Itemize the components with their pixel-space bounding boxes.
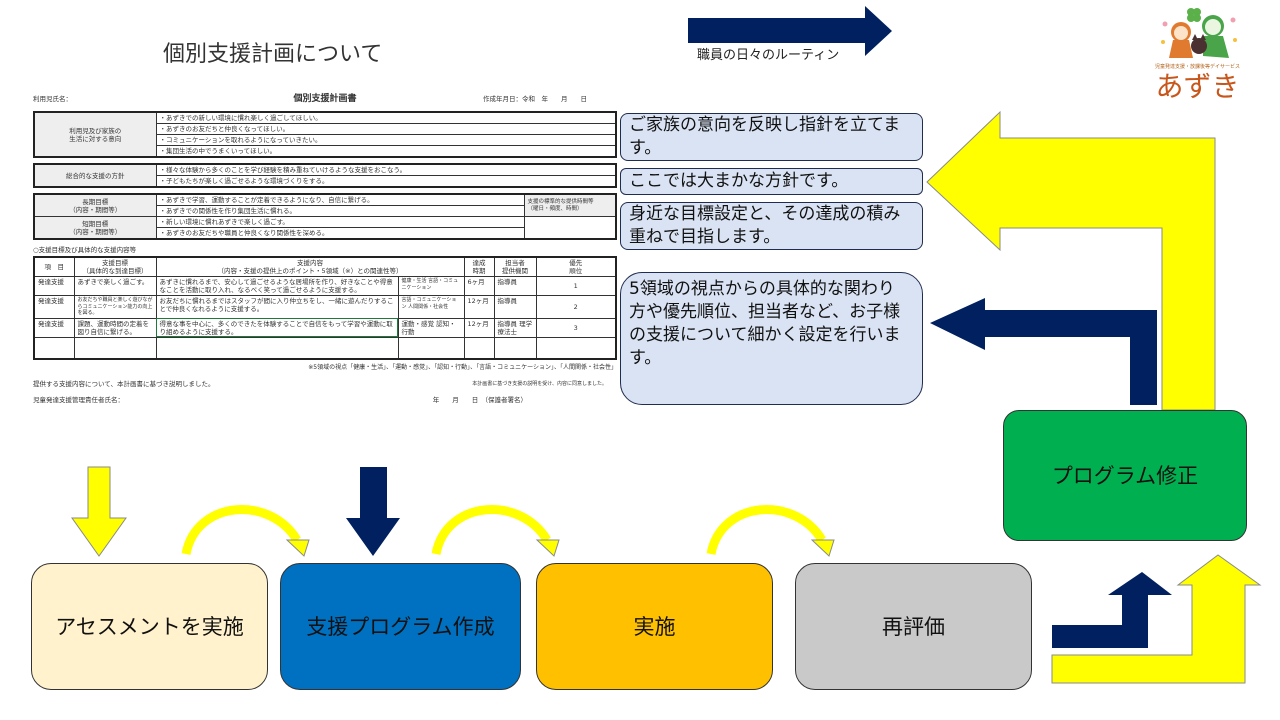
row-item: 発達支援 [33,317,75,338]
routine-label: 職員の日々のルーティン [697,48,840,63]
policy-item: ・子どもたちが楽しく過ごせるような環境づくりをする。 [155,175,617,188]
logo-illustration-icon [1160,8,1237,58]
row-period: 6ヶ月 [463,276,495,296]
intent-table: 利用児及び家族の生活に対する意向 ・あずきでの新しい環境に慣れ楽しく過ごしてほしい… [33,111,617,158]
time-sublabel: （曜日・頻度、時間） [527,205,583,212]
policy-table: 総合的な支援の方針・様々な体験から多くのことを学び経験を積み重ねていけるような支… [33,163,617,188]
short-goal-item: ・あずきのお友だちや職員と仲良くなり関係性を深める。 [155,227,525,240]
intent-item: ・集団生活の中でうまくいってほしい。 [155,145,617,158]
step-implement: 実施 [536,563,773,690]
curve-arrow-3 [706,505,826,556]
short-goal-label: 短期目標 [82,219,109,228]
long-goal-item: ・あずきで学習、運動することが定着できるようになり、自信に繋げる。 [155,193,525,206]
header-priority-sub: 順位 [569,267,583,275]
row-staff: 指導員 [493,295,537,319]
curve-arrow-1 [181,505,301,556]
goals-table: 長期目標（内容・期間等）・あずきで学習、運動することが定着できるようになり、自信… [33,193,617,240]
short-goal-item: ・新しい環境に慣れあずきで楽しく過ごす。 [155,216,525,228]
header-content: 支援内容 [297,259,323,267]
step-create-program: 支援プログラム作成 [280,563,521,690]
row-domain: 運動・感覚 認知・行動 [397,317,465,338]
logo-subtitle: 児童発達支援・放課後等デイサービス [1154,64,1240,70]
header-item: 項 目 [33,256,75,277]
header-staff: 担当者 [505,259,525,267]
row-goal: 課題、運動時間の定着を図り自信に繋げる。 [73,317,157,338]
intent-item: ・あずきのお友だちと仲良くなってほしい。 [155,123,617,135]
long-goal-label: 長期目標 [82,197,109,206]
support-plan-form: 利用児氏名： 個別支援計画書 作成年月日：令和 年 月 日 利用児及び家族の生活… [33,90,617,404]
row-content: お友だちに慣れるまではスタッフが間に入り仲立ちをし、一緒に遊んだりすることで仲良… [155,295,399,319]
row-priority: 1 [535,276,617,296]
intent-item: ・コミュニケーションを取れるようになっていきたい。 [155,134,617,146]
header-staff-sub: 提供機関 [502,267,528,275]
callout-goals: 身近な目標設定と、その達成の積み重ねで目指します。 [620,202,923,250]
intent-label: 利用児及び家族の [69,126,122,135]
form-title: 個別支援計画書 [293,93,357,104]
date-label: 作成年月日：令和 年 月 日 [482,95,587,103]
bottom-navy-arrow [1052,572,1172,648]
section-label: ○支援目標及び具体的な支援内容等 [33,246,137,254]
row-goal: あずきで楽しく過ごす。 [73,276,157,296]
row-period: 12ヶ月 [463,295,495,319]
row-period: 12ヶ月 [463,317,495,338]
callout-intent: ご家族の意向を反映し指針を立てます。 [620,113,923,161]
intent-item: ・あずきでの新しい環境に慣れ楽しく過ごしてほしい。 [155,111,617,124]
time-label: 支援の標準的な提供時間等 [527,198,594,205]
policy-label: 総合的な支援の方針 [33,163,157,188]
step-assessment: アセスメントを実施 [31,563,268,690]
row-priority: 3 [535,317,617,338]
table-row: 発達支援あずきで楽しく過ごす。あずきに慣れるまで、安心して過ごせるような居場所を… [33,276,617,296]
support-detail-table: 項 目 支援目標（具体的な到達目標） 支援内容（内容・支援の提供上のポイント・5… [33,256,617,360]
explained-text: 提供する支援内容について、本計画書に基づき説明しました。 [33,380,215,388]
row-priority: 2 [535,295,617,319]
row-content: あずきに慣れるまで、安心して過ごせるような居場所を作り、好きなことや得意なことを… [155,276,399,296]
plan-down-arrow [346,467,400,556]
table-row: 発達支援お友だちや職員と楽しく遊びながらコミュニケーション能力の向上を図る。お友… [33,295,617,319]
page-title: 個別支援計画について [163,42,383,67]
logo-name: あずき [1155,70,1240,103]
guardian-label: 年 月 日 （保護者署名） [432,396,527,404]
short-goal-sublabel: （内容・期間等） [69,227,122,236]
program-revision-box: プログラム修正 [1003,410,1247,541]
curve-arrow-2 [431,505,551,556]
header-period: 達成 [472,259,486,267]
row-staff: 指導員 [493,276,537,296]
row-staff: 指導員 理学療法士 [493,317,537,338]
header-period-sub: 時期 [472,267,486,275]
policy-item: ・様々な体験から多くのことを学び経験を積み重ねていけるような支援をおこなう。 [155,163,617,176]
child-name-label: 利用児氏名： [33,95,72,103]
feedback-yellow-arrow [926,110,1216,411]
row-domain: 言語・コミュニケーション 人間関係・社会性 [397,295,465,319]
step-reevaluate: 再評価 [795,563,1032,690]
row-domain: 健康・生活 言語・コミュニケーション [397,276,465,296]
intent-label-2: 生活に対する意向 [69,134,122,143]
row-item: 発達支援 [33,276,75,296]
table-row: 発達支援課題、運動時間の定着を図り自信に繋げる。得意な事を中心に、多くのできたを… [33,317,617,338]
long-goal-sublabel: （内容・期間等） [69,205,122,214]
header-content-sub: （内容・支援の提供上のポイント・5領域（※）との関連性等） [217,267,403,275]
logo: 児童発達支援・放課後等デイサービス あずき [1140,6,1255,106]
callout-policy: ここでは大まかな方針です。 [620,168,923,195]
bottom-yellow-arrow [1051,554,1262,684]
consent-text: 本計画書に基づき支援の説明を受け、内容に同意しました。 [472,381,607,387]
routine-arrow [688,6,892,56]
feedback-navy-arrow [930,298,1157,405]
row-item: 発達支援 [33,295,75,319]
row-goal: お友だちや職員と楽しく遊びながらコミュニケーション能力の向上を図る。 [73,295,157,319]
long-goal-item: ・あずきでの関係性を作り集団生活に慣れる。 [155,205,525,217]
manager-label: 児童発達支援管理責任者氏名： [33,396,124,404]
footnote: ※5領域の視点「健康・生活」、「運動・感覚」、「認知・行動」、「言語・コミュニケ… [308,364,617,371]
row-content: 得意な事を中心に、多くのできたを体験することで自信をもって学習や運動に取り組める… [155,317,399,338]
header-goal: 支援目標 [102,259,128,267]
header-goal-sub: （具体的な到達目標） [82,267,148,275]
assessment-down-arrow [71,466,127,557]
callout-details: 5領域の視点からの具体的な関わり方や優先順位、担当者など、お子様の支援について細… [620,272,923,405]
header-priority: 優先 [569,259,583,267]
